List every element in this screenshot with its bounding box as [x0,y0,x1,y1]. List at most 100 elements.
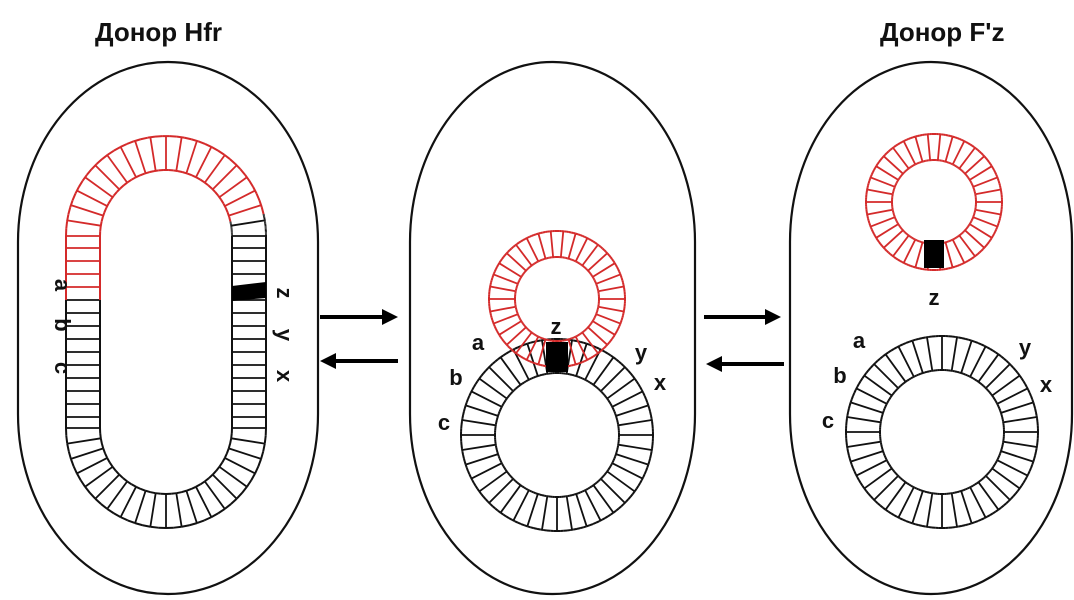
ring-edge [74,186,80,195]
ring-edge [584,235,588,239]
ring-tick [969,346,987,378]
ring-tick [488,366,514,392]
ring-edge [890,512,895,516]
ring-edge [884,508,889,513]
ring-edge [610,511,615,516]
ring-tick [478,377,508,400]
ring-tick [951,140,966,165]
ring-edge [960,372,964,375]
ring-edge [153,169,159,173]
ring-edge [952,135,956,139]
ring-edge [90,163,98,170]
ring-edge [584,328,587,331]
ring-edge [260,451,265,460]
ring-edge [879,157,883,161]
gene-label-z: z [272,288,297,299]
ring-edge [570,231,574,234]
ring-tick [489,285,516,293]
ring-edge [911,236,914,240]
ring-edge [898,385,902,389]
ring-edge [517,521,522,525]
ring-edge [579,263,583,266]
ring-edge [594,241,598,245]
ring-edge [592,240,596,244]
ring-edge [964,337,969,341]
ring-edge [614,413,617,417]
ring-edge [127,519,136,525]
ring-edge [594,385,598,389]
ring-edge [954,136,958,140]
ring-edge [575,362,579,366]
ring-tick [94,164,120,190]
ring-edge [596,243,600,247]
ring-edge [954,264,958,268]
ring-edge [995,351,1000,356]
ring-edge [989,237,993,241]
ring-edge [875,163,879,167]
ring-tick [228,204,262,217]
ring-edge [882,450,885,454]
ring-tick [134,140,147,174]
ring-edge [885,458,889,462]
ring-tick [70,447,104,460]
ring-edge [899,175,902,178]
ring-edge [912,485,916,489]
ring-edge [963,139,967,143]
ring-edge [900,174,903,177]
ring-edge [618,324,621,328]
ring-edge [620,503,625,508]
ring-tick [478,470,508,493]
integration-marker [546,342,568,372]
ring-tick [549,231,555,258]
ring-edge [968,485,972,489]
ring-edge [494,266,498,270]
ring-edge [977,381,981,384]
ring-edge [526,359,530,363]
ring-edge [589,485,593,489]
ring-edge [519,382,523,386]
ring-edge [954,164,957,168]
ring-edge [516,385,520,389]
ring-edge [529,377,533,381]
ring-tick [185,490,198,524]
ring-tick [584,489,602,521]
ring-tick [185,140,198,174]
ring-tick [515,244,533,267]
ring-edge [583,378,587,382]
ring-edge [889,466,893,470]
ring-tick [972,176,998,188]
ring-edge [910,484,914,488]
ring-tick [618,443,652,451]
ring-edge [126,480,133,486]
ring-edge [897,177,901,181]
ring-edge [258,199,263,208]
ring-edge [1016,487,1021,492]
ring-edge [511,518,516,523]
ring-edge [207,184,213,190]
ring-edge [484,367,489,372]
ring-edge [958,336,963,340]
ring-edge [474,485,479,490]
ring-edge [611,336,615,340]
ring-edge [921,336,926,340]
ring-edge [620,362,625,367]
ring-edge [490,277,494,281]
ring-edge [980,248,984,252]
ring-edge [590,239,594,243]
ring-edge [1033,454,1037,459]
ring-edge [507,345,511,349]
gene-label-x: x [1040,372,1053,397]
ring-edge [593,315,597,318]
ring-edge [235,492,243,500]
ring-edge [904,170,907,173]
ring-edge [536,335,540,338]
ring-edge [497,356,502,361]
ring-edge [501,403,505,407]
ring-edge [958,524,963,528]
ring-edge [514,520,519,524]
ring-edge [896,474,900,478]
ring-edge [876,161,880,165]
ring-edge [585,327,588,330]
ring-edge [982,154,986,158]
ring-edge [177,170,183,174]
